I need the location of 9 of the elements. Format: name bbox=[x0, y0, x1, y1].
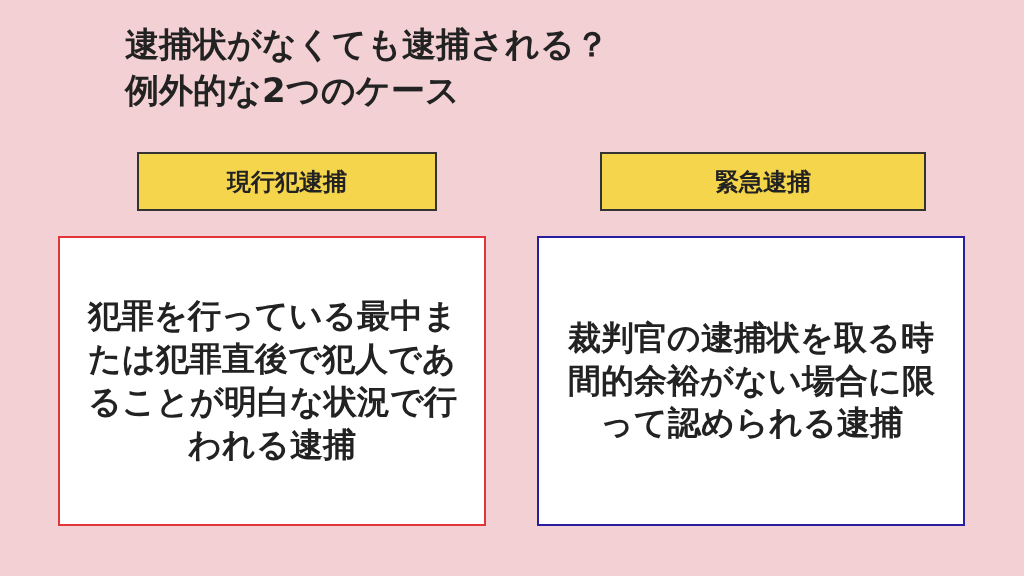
node-text: 裁判官の逮捕状を取る時間的余裕がない場合に限って認められる逮捕 bbox=[566, 316, 936, 445]
description-box bbox=[537, 236, 965, 526]
title: 逮捕状がなくても逮捕される？例外的な2つのケース bbox=[125, 23, 610, 112]
node-text: 現行犯逮捕 bbox=[227, 166, 347, 198]
description-box bbox=[58, 236, 486, 526]
node-text: 緊急逮捕 bbox=[715, 166, 811, 198]
header-label bbox=[600, 152, 926, 211]
node-text: 犯罪を行っている最中または犯罪直後で犯人であることが明白な状況で行われる逮捕 bbox=[86, 295, 458, 466]
header-label bbox=[137, 152, 437, 211]
